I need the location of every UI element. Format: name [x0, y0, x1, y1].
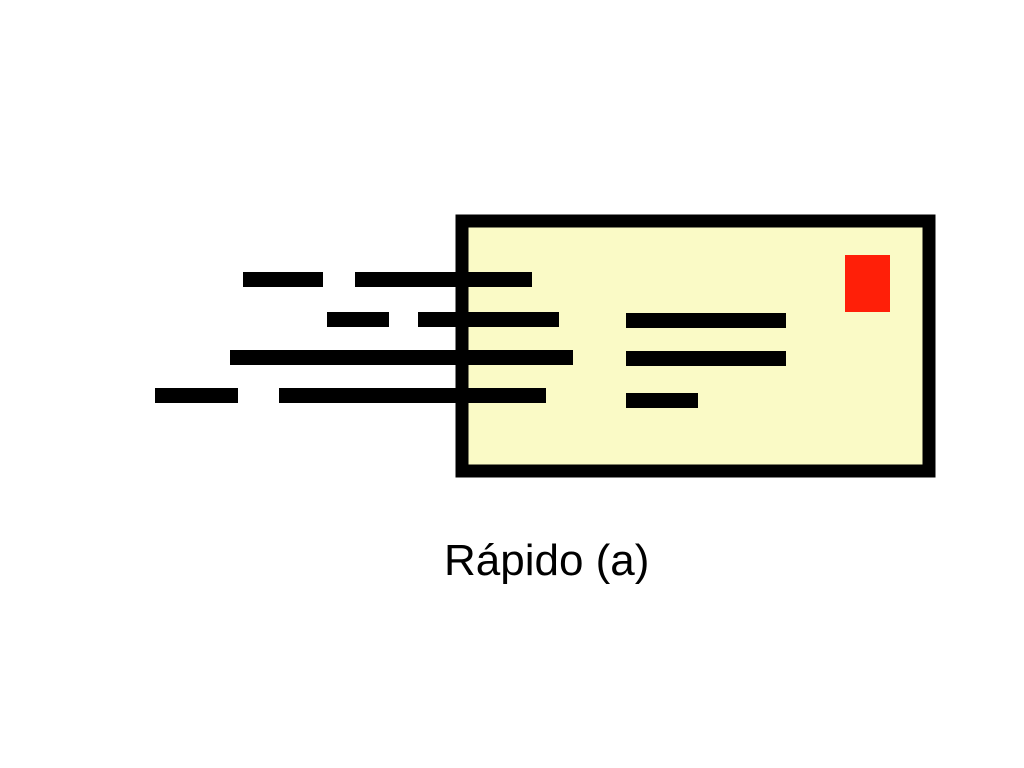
address-line: [626, 351, 786, 366]
speed-line: [243, 272, 323, 287]
address-lines: [626, 313, 786, 408]
speed-line: [418, 312, 559, 327]
address-line: [626, 393, 698, 408]
speed-line: [279, 388, 546, 403]
pictogram-caption: Rápido (a): [444, 536, 650, 585]
postage-stamp: [845, 255, 890, 312]
address-line: [626, 313, 786, 328]
speed-line: [155, 388, 238, 403]
speed-line: [230, 350, 573, 365]
speed-line: [355, 272, 532, 287]
speed-lines: [155, 272, 573, 403]
speed-line: [327, 312, 389, 327]
